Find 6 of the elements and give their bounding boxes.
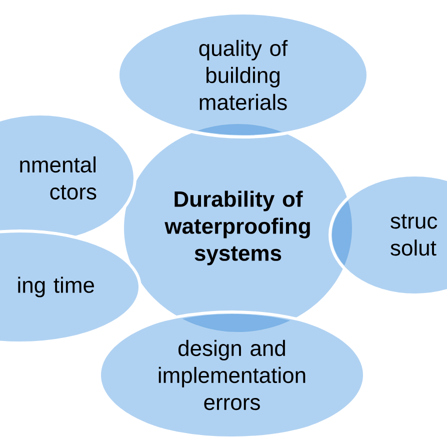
node-label: ing time [18,276,94,298]
node-label: nmental ctors [20,156,96,200]
node-label: struc solut [390,214,438,256]
node-label: quality of building materials [199,40,288,110]
node-label: design and implementation errors [158,340,306,410]
node-label: Durability of waterproofing systems [164,190,310,266]
